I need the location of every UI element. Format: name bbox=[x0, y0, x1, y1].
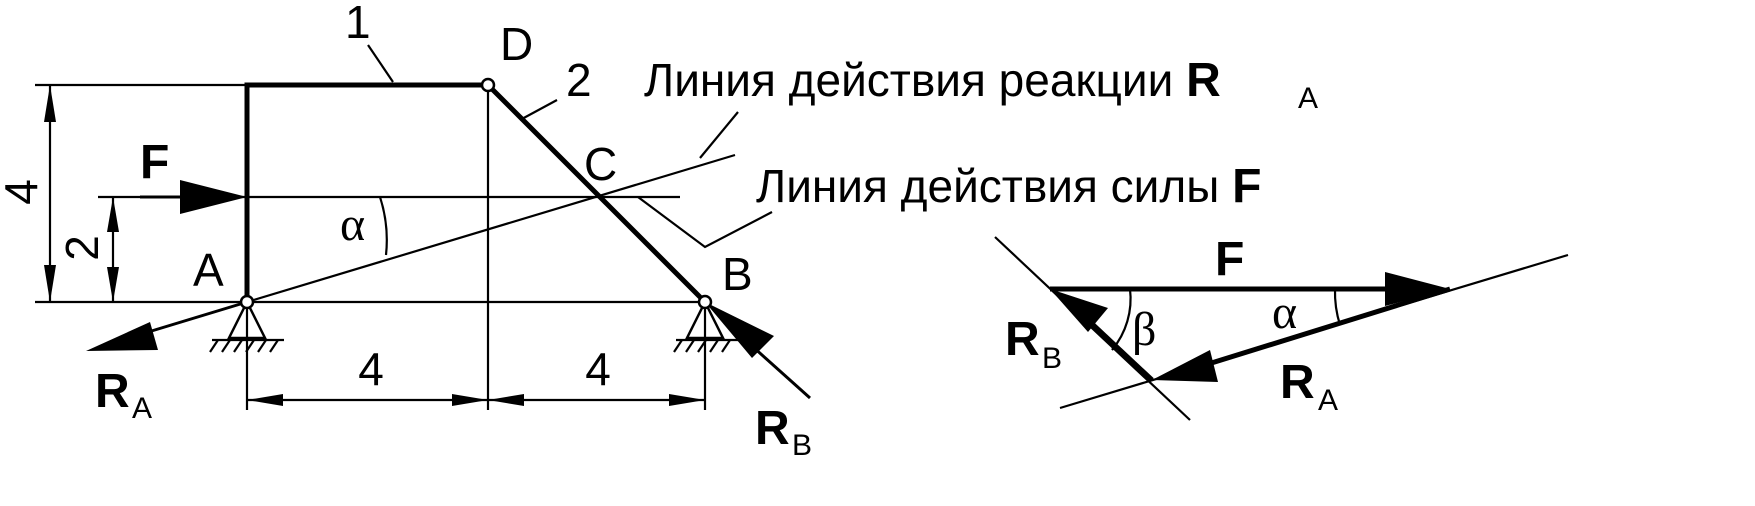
dim-arrow-down-icon bbox=[44, 265, 56, 302]
angle-alpha-arc-triangle bbox=[1333, 288, 1342, 326]
dim-arrow-up-icon bbox=[44, 85, 56, 122]
hinge-A-icon bbox=[239, 294, 255, 310]
triangle-RA-subscript: A bbox=[1318, 384, 1338, 417]
angle-beta-arc bbox=[1111, 288, 1132, 351]
triangle-RA-arrow-icon bbox=[1152, 350, 1218, 382]
dim-arrow-right-icon bbox=[452, 394, 488, 406]
pin-support-B bbox=[673, 299, 740, 353]
dimension-label-height-2: 2 bbox=[56, 235, 108, 261]
point-D-label: D bbox=[500, 18, 533, 70]
triangle-beta-label: β bbox=[1132, 303, 1156, 356]
reaction-RA-shaft bbox=[134, 300, 248, 338]
angle-alpha-label: α bbox=[340, 198, 365, 251]
frame-diagram: 4 2 4 4 F R A bbox=[0, 0, 1318, 462]
member-1 bbox=[244, 82, 488, 302]
reaction-RA-label: R bbox=[95, 365, 130, 418]
force-F-arrow-icon bbox=[180, 180, 247, 214]
reaction-RB-shaft bbox=[750, 344, 812, 400]
force-line-leader bbox=[637, 196, 773, 249]
triangle-RA-vector bbox=[1204, 286, 1451, 368]
reaction-RA-arrow-icon bbox=[86, 322, 158, 351]
force-line-callout: Линия действия силы F bbox=[756, 160, 1261, 213]
reaction-RB-subscript: B bbox=[792, 429, 812, 462]
pin-support-A bbox=[209, 299, 284, 353]
reaction-RB-arrow-icon bbox=[705, 302, 774, 358]
triangle-F-label: F bbox=[1215, 233, 1244, 286]
triangle-RB-label: R bbox=[1005, 313, 1040, 366]
dim-arrow-left-icon bbox=[247, 394, 283, 406]
dim-arrow-right-icon bbox=[669, 394, 705, 406]
reaction-line-leader bbox=[699, 111, 739, 159]
triangle-F-arrow-icon bbox=[1385, 272, 1450, 306]
reaction-line-callout-subscript: A bbox=[1298, 82, 1318, 115]
dimension-label-span-left: 4 bbox=[358, 343, 384, 395]
reaction-line-callout: Линия действия реакции R bbox=[644, 54, 1221, 107]
force-triangle: F R A R B β α bbox=[994, 233, 1569, 421]
dim-arrow-up-icon bbox=[107, 197, 119, 232]
dim-arrow-left-icon bbox=[488, 394, 524, 406]
hinge-B-icon bbox=[697, 294, 713, 310]
dimension-label-height-4: 4 bbox=[0, 179, 47, 205]
triangle-RB-vector bbox=[1088, 320, 1154, 382]
reaction-RA-subscript: A bbox=[132, 392, 152, 425]
angle-alpha-arc bbox=[378, 196, 388, 256]
member-1-label: 1 bbox=[345, 0, 371, 48]
triangle-RB-subscript: B bbox=[1042, 342, 1062, 375]
triangle-alpha-label: α bbox=[1272, 286, 1297, 339]
member-2-leader bbox=[519, 99, 558, 121]
triangle-RA-label: R bbox=[1280, 356, 1315, 409]
point-B-label: B bbox=[722, 248, 753, 300]
reaction-RB-label: R bbox=[755, 402, 790, 455]
dimension-label-span-right: 4 bbox=[585, 343, 611, 395]
member-2-label: 2 bbox=[566, 54, 592, 106]
point-A-label: A bbox=[193, 244, 224, 296]
member-2 bbox=[486, 83, 707, 304]
point-C-label: C bbox=[584, 138, 617, 190]
triangle-RB-arrow-icon bbox=[1050, 289, 1108, 332]
hinge-D-icon bbox=[480, 77, 496, 93]
triangle-RB-line bbox=[994, 236, 1191, 421]
member-1-leader bbox=[367, 44, 394, 83]
force-F-label: F bbox=[140, 136, 169, 189]
line-of-action-RA bbox=[246, 153, 736, 304]
dim-arrow-down-icon bbox=[107, 267, 119, 302]
